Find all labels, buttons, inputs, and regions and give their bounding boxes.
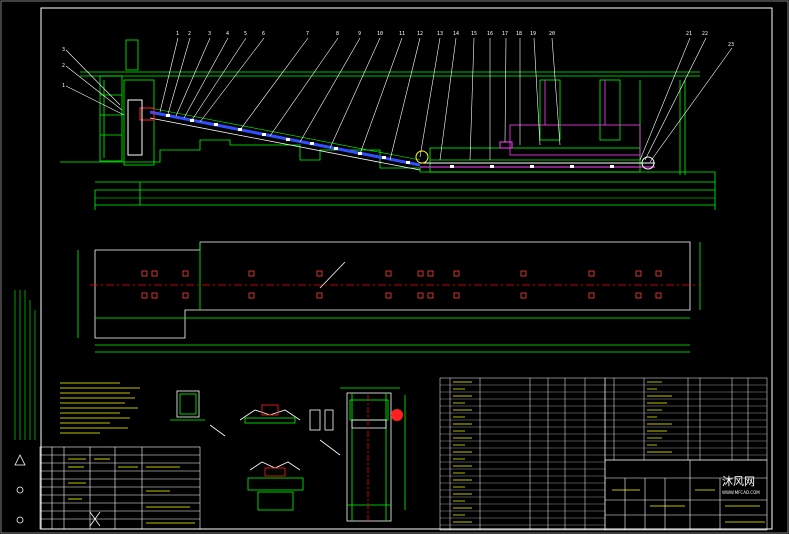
drive-and-pulleys bbox=[127, 99, 655, 170]
title-block bbox=[604, 459, 768, 531]
balloon-top-2: 2 bbox=[188, 31, 191, 37]
balloon-top-13: 13 bbox=[437, 31, 443, 37]
left-table-values bbox=[68, 458, 195, 524]
left-corner-symbols bbox=[14, 454, 101, 527]
balloon-top-19: 19 bbox=[530, 31, 536, 37]
balloon-top-15: 15 bbox=[471, 31, 477, 37]
watermark-site: WWW.MFCAD.COM bbox=[722, 490, 760, 495]
conveyor-belt-incline bbox=[149, 107, 655, 171]
balloon-top-11: 11 bbox=[399, 31, 405, 37]
balloon-top-7: 7 bbox=[306, 31, 309, 37]
balloon-top-18: 18 bbox=[516, 31, 522, 37]
balloon-left-3: 3 bbox=[62, 47, 65, 53]
side-section-view bbox=[340, 387, 406, 522]
plan-view-holes bbox=[141, 270, 662, 299]
balloon-top-22: 22 bbox=[702, 31, 708, 37]
plan-view bbox=[77, 241, 701, 353]
balloon-top-5: 5 bbox=[244, 31, 247, 37]
parts-list bbox=[439, 377, 768, 531]
red-coupling-icon bbox=[391, 409, 403, 421]
balloon-labels: 3 2 1 1 2 3 4 5 6 7 8 9 10 11 12 13 14 1… bbox=[62, 31, 734, 89]
balloon-top-1: 1 bbox=[176, 31, 179, 37]
left-table bbox=[39, 446, 201, 530]
watermark-logo: 沐风网 bbox=[722, 475, 755, 488]
balloon-top-3: 3 bbox=[208, 31, 211, 37]
title-block-stamps bbox=[612, 489, 765, 523]
elevation-view bbox=[60, 39, 716, 210]
balloon-top-17: 17 bbox=[502, 31, 508, 37]
balloon-top-12: 12 bbox=[417, 31, 423, 37]
balloon-left-1: 1 bbox=[62, 83, 65, 89]
balloon-top-8: 8 bbox=[336, 31, 339, 37]
parts-list-text bbox=[453, 381, 672, 523]
technical-notes bbox=[60, 382, 140, 434]
balloon-top-10: 10 bbox=[377, 31, 383, 37]
idler-rollers bbox=[166, 114, 614, 168]
balloon-top-6: 6 bbox=[262, 31, 265, 37]
balloon-top-21: 21 bbox=[686, 31, 692, 37]
balloon-top-9: 9 bbox=[358, 31, 361, 37]
balloon-left-2: 2 bbox=[62, 63, 65, 69]
magenta-structure bbox=[509, 80, 641, 156]
leader-lines bbox=[65, 37, 733, 163]
parts-list-rows bbox=[440, 384, 767, 526]
drawing-frame bbox=[40, 7, 773, 530]
balloon-top-20: 20 bbox=[549, 31, 555, 37]
balloon-top-23: 23 bbox=[728, 42, 734, 48]
balloon-top-14: 14 bbox=[453, 31, 459, 37]
balloon-top-4: 4 bbox=[226, 31, 229, 37]
balloon-top-16: 16 bbox=[487, 31, 493, 37]
vertical-notes bbox=[14, 290, 36, 440]
detail-views bbox=[170, 390, 341, 511]
